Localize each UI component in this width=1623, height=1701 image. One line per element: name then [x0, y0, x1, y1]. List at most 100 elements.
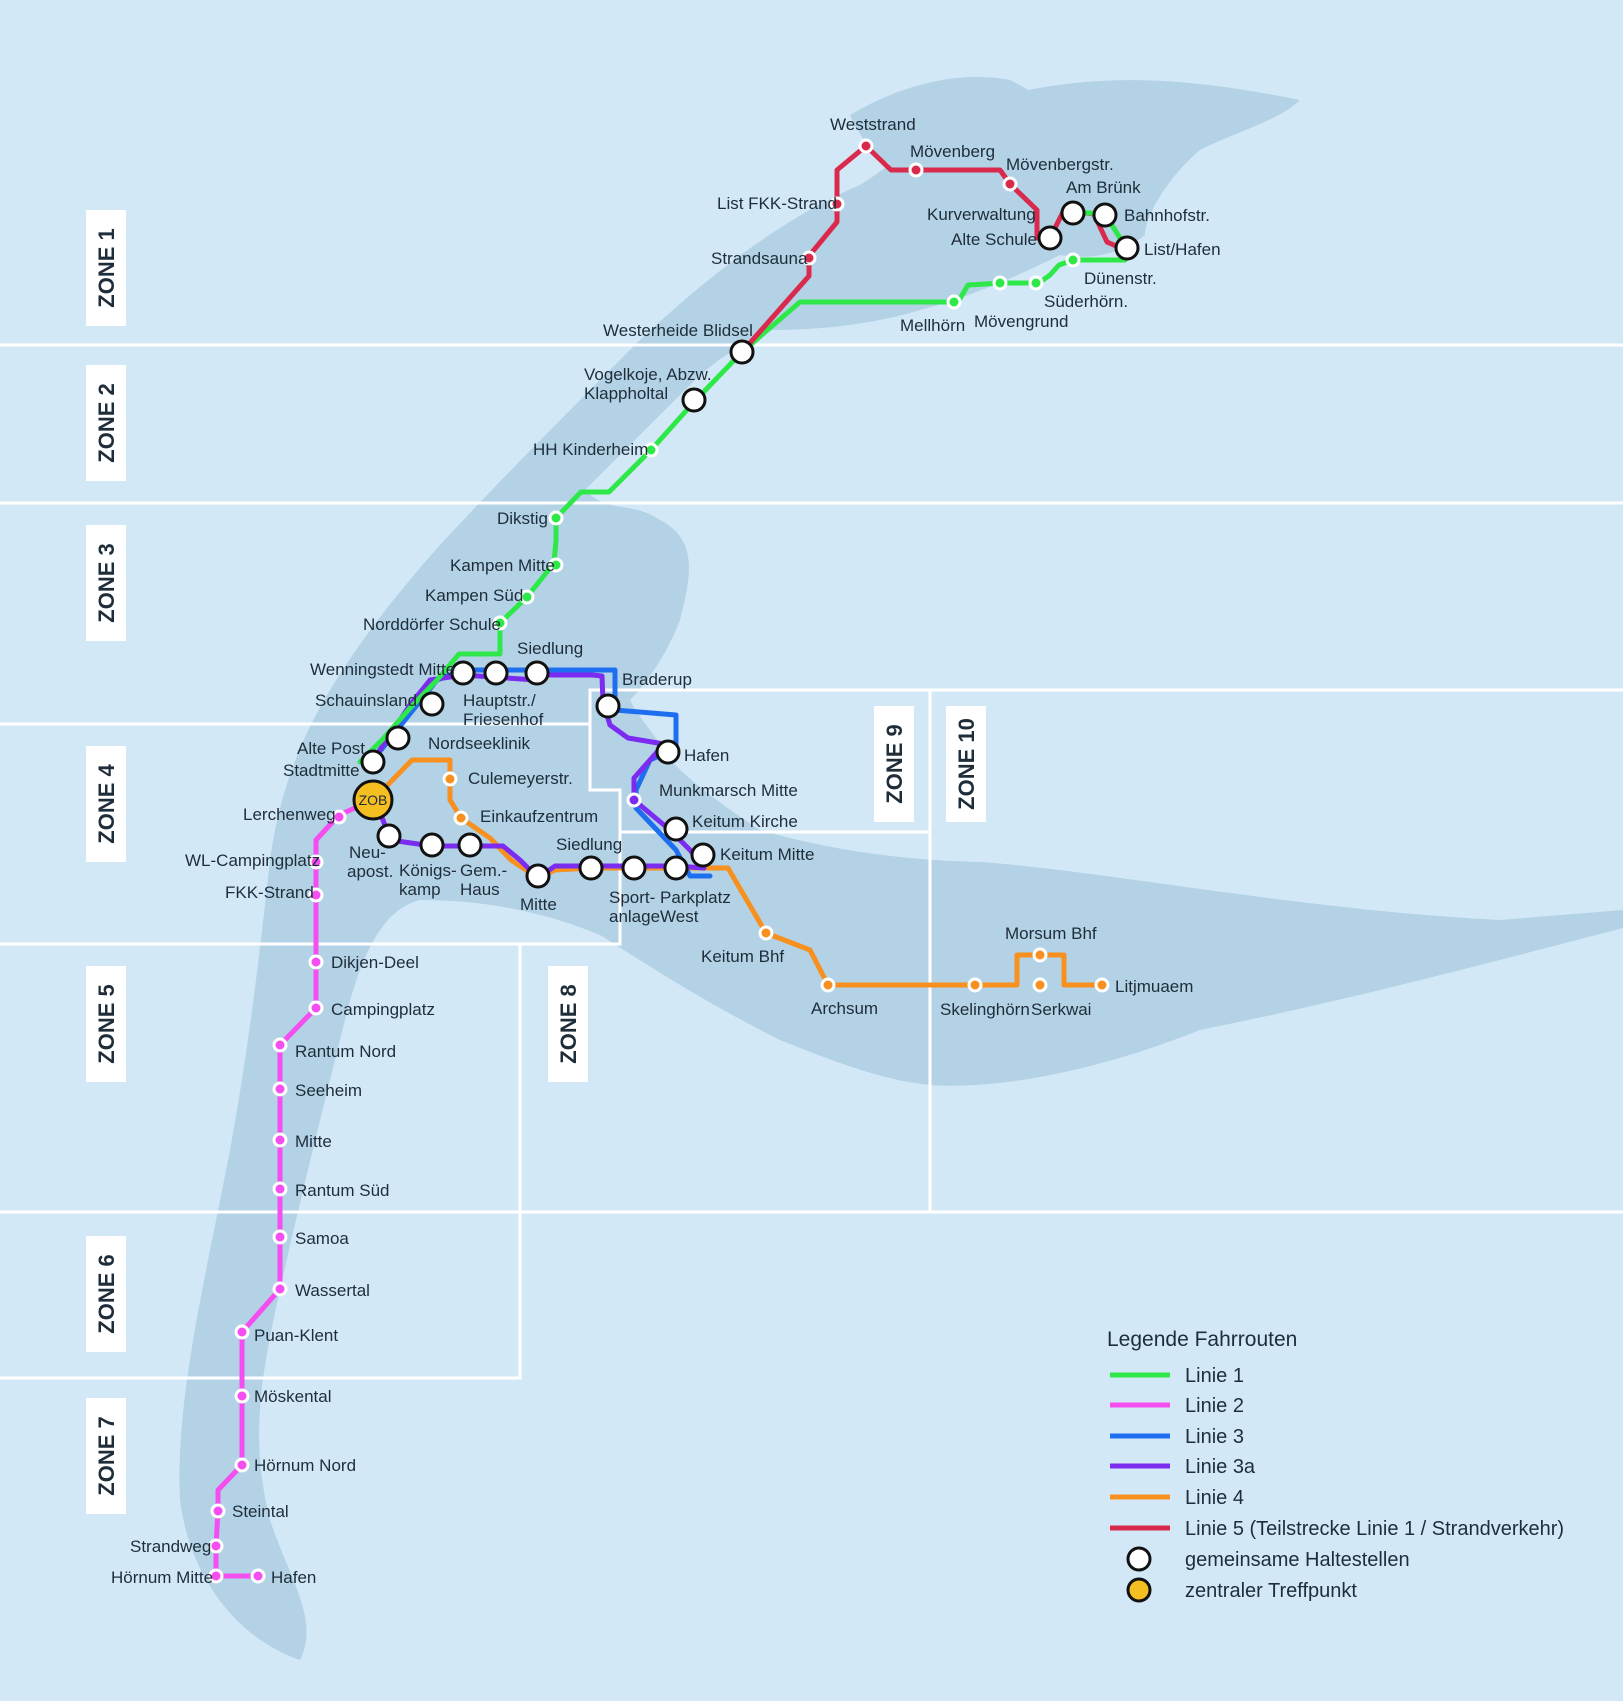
label-list-fkk: List FKK-Strand: [717, 194, 837, 213]
stop-dot-dikstig[interactable]: [548, 510, 564, 526]
label-schauinsland: Schauinsland: [315, 691, 417, 710]
stop-dot-puan-klent[interactable]: [234, 1324, 250, 1340]
shared-stop-wenningstedt-2[interactable]: [483, 660, 509, 686]
stop-dot-einkaufzentrum[interactable]: [453, 810, 469, 826]
svg-text:ZONE 7: ZONE 7: [94, 1416, 119, 1495]
stop-dot-hoernum-mitte[interactable]: [208, 1568, 224, 1584]
shared-stop-keitum-kirche[interactable]: [663, 816, 689, 842]
stop-dot-suederhoern[interactable]: [1028, 275, 1044, 291]
stop-dot-hh-kinderheim[interactable]: [643, 442, 659, 458]
shared-stop-gemhaus[interactable]: [457, 832, 483, 858]
label-lerchenweg: Lerchenweg: [243, 805, 336, 824]
shared-stop-alte-schule[interactable]: [1037, 225, 1063, 251]
label-list-hafen: List/Hafen: [1144, 240, 1221, 259]
shared-stop-bahnhofstr[interactable]: [1092, 202, 1118, 228]
svg-text:Linie 5 (Teilstrecke Linie 1 /: Linie 5 (Teilstrecke Linie 1 / Strandver…: [1185, 1518, 1564, 1540]
shared-stop-siedlung-tinnum[interactable]: [578, 855, 604, 881]
stop-dot-hoernum-nord[interactable]: [234, 1457, 250, 1473]
zone-4-label: ZONE 4: [86, 746, 126, 862]
stop-dot-duenenstr[interactable]: [1065, 252, 1081, 268]
svg-text:Linie 2: Linie 2: [1185, 1395, 1244, 1417]
label-rantum-sued: Rantum Süd: [295, 1181, 390, 1200]
label-hoernum-nord: Hörnum Nord: [254, 1456, 356, 1475]
shared-stop-koenigskamp[interactable]: [419, 832, 445, 858]
label-hauptstr-2: Friesenhof: [463, 710, 544, 729]
stop-dot-munkmarsch-mitte[interactable]: [626, 792, 642, 808]
stop-dot-litjmuaem[interactable]: [1094, 977, 1110, 993]
stop-dot-fkk-strand[interactable]: [308, 887, 324, 903]
shared-stop-am-bruenk[interactable]: [1060, 200, 1086, 226]
label-gem-2: Haus: [460, 880, 500, 899]
stop-dot-rantum-mitte[interactable]: [272, 1132, 288, 1148]
shared-stop-parkplatz-west[interactable]: [663, 855, 689, 881]
label-kurverwaltung: Kurverwaltung: [927, 205, 1036, 224]
label-suederhoern: Süderhörn.: [1044, 292, 1128, 311]
stop-dot-strandsauna[interactable]: [801, 250, 817, 266]
stop-dot-seeheim[interactable]: [272, 1081, 288, 1097]
zone-7-label: ZONE 7: [86, 1398, 126, 1514]
label-hafen-munkmarsch: Hafen: [684, 746, 729, 765]
stop-dot-rantum-nord[interactable]: [272, 1037, 288, 1053]
shared-stop-nordseeklinik[interactable]: [385, 725, 411, 751]
stop-dot-culemeyerstr[interactable]: [442, 771, 458, 787]
label-parkplatz-2: West: [660, 907, 699, 926]
label-vogelkoje-1: Vogelkoje, Abzw.: [584, 365, 712, 384]
stop-dot-moevenbergstr[interactable]: [1002, 176, 1018, 192]
shared-stop-tinnum-mitte[interactable]: [525, 863, 551, 889]
stop-dot-steintal[interactable]: [210, 1503, 226, 1519]
shared-stop-sportanlage[interactable]: [621, 855, 647, 881]
shared-stop-list-hafen[interactable]: [1114, 235, 1140, 261]
stop-dot-moeskental[interactable]: [234, 1388, 250, 1404]
legend-item-linie-4: Linie 4: [1110, 1487, 1244, 1509]
stop-dot-kampen-sued[interactable]: [519, 589, 535, 605]
stop-dot-moevengrund[interactable]: [992, 275, 1008, 291]
stop-dot-skelinghoern[interactable]: [967, 977, 983, 993]
stop-dot-serkwai[interactable]: [1032, 977, 1048, 993]
label-sport-1: Sport-: [609, 888, 655, 907]
stop-dot-samoa[interactable]: [272, 1229, 288, 1245]
stop-dot-wl-camping[interactable]: [308, 854, 324, 870]
shared-stop-wenningstedt-mitte[interactable]: [450, 660, 476, 686]
stop-dot-strandweg[interactable]: [208, 1538, 224, 1554]
label-keitum-kirche: Keitum Kirche: [692, 812, 798, 831]
legend-item-linie-3: Linie 3: [1110, 1426, 1244, 1448]
label-duenenstr: Dünenstr.: [1084, 269, 1157, 288]
shared-stops: [360, 200, 1140, 889]
hub-zob[interactable]: ZOB: [352, 779, 394, 821]
shared-stop-alte-post[interactable]: [360, 749, 386, 775]
stop-dot-moevenberg[interactable]: [908, 162, 924, 178]
label-mitte-tinnum: Mitte: [520, 895, 557, 914]
shared-stop-icon: [1126, 1546, 1152, 1572]
stop-dot-rantum-sued[interactable]: [272, 1181, 288, 1197]
shared-stop-hafen-munkmarsch[interactable]: [655, 739, 681, 765]
legend-item-linie-1: Linie 1: [1110, 1365, 1244, 1387]
shared-stop-neuapost[interactable]: [376, 823, 402, 849]
stop-dot-mellhoern[interactable]: [946, 294, 962, 310]
label-munkmarsch-mitte: Munkmarsch Mitte: [659, 781, 798, 800]
stop-dot-norddoerfer[interactable]: [492, 615, 508, 631]
legend-item-linie-5: Linie 5 (Teilstrecke Linie 1 / Strandver…: [1110, 1518, 1564, 1540]
shared-stop-siedlung[interactable]: [524, 660, 550, 686]
label-moeskental: Möskental: [254, 1387, 331, 1406]
stop-dot-list-fkk[interactable]: [829, 196, 845, 212]
label-hh-kinderheim: HH Kinderheim: [533, 440, 648, 459]
stop-dot-kampen-mitte[interactable]: [548, 557, 564, 573]
shared-stop-vogelkoje[interactable]: [681, 387, 707, 413]
stop-dot-archsum[interactable]: [820, 977, 836, 993]
stop-dot-wassertal[interactable]: [272, 1281, 288, 1297]
zone-6-label: ZONE 6: [86, 1236, 126, 1352]
shared-stop-braderup[interactable]: [595, 693, 621, 719]
stop-dot-keitum-bhf[interactable]: [758, 925, 774, 941]
shared-stop-keitum-mitte[interactable]: [690, 842, 716, 868]
stop-dot-lerchenweg[interactable]: [331, 809, 347, 825]
stop-dot-morsum-bhf[interactable]: [1032, 947, 1048, 963]
stop-dot-dikjen-deel[interactable]: [308, 954, 324, 970]
stop-dot-weststrand[interactable]: [858, 138, 874, 154]
stop-dot-hafen-hoernum[interactable]: [250, 1568, 266, 1584]
stop-dot-campingplatz[interactable]: [308, 1000, 324, 1016]
label-keitum-bhf: Keitum Bhf: [701, 947, 784, 966]
label-keitum-mitte: Keitum Mitte: [720, 845, 814, 864]
shared-stop-westerheide[interactable]: [729, 339, 755, 365]
shared-stop-hauptstr[interactable]: [419, 691, 445, 717]
